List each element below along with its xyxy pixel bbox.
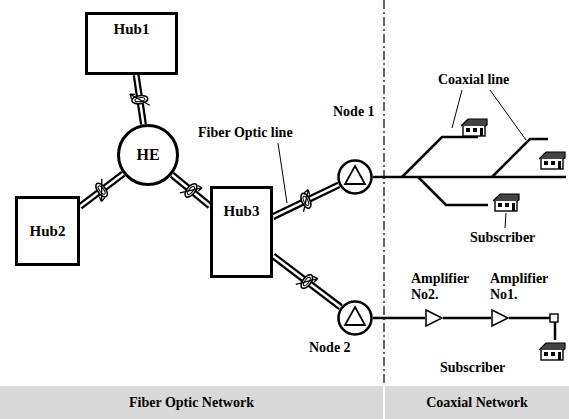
- headend-circle: HE: [117, 124, 179, 186]
- node-text: Hub2: [30, 223, 66, 240]
- coaxial-tree: [373, 137, 566, 340]
- hub-box: Hub3: [210, 186, 273, 278]
- node-label: Amplifier No1.: [490, 271, 560, 303]
- amplifier-symbol: [425, 309, 443, 327]
- subscriber-label: Subscriber: [470, 230, 535, 246]
- line-label: Fiber Optic line: [198, 125, 293, 141]
- tap-box: [550, 314, 558, 322]
- hub-box: Hub1: [85, 12, 178, 75]
- fiber-optic-line: [273, 185, 339, 217]
- amplifier-symbol: [491, 309, 509, 327]
- node-text: Fiber Optic Network: [129, 395, 254, 410]
- divider-line: [383, 0, 384, 386]
- coaxial-line: [443, 318, 491, 319]
- network-band: Coaxial Network: [385, 386, 569, 419]
- hub-box: Hub2: [15, 196, 80, 266]
- node-label: Node 2: [309, 340, 351, 356]
- subscriber-house: [461, 119, 487, 136]
- node-text: HE: [136, 146, 159, 164]
- amplifier-triangle: Amplifier No2.: [425, 309, 443, 327]
- node-text: Hub1: [114, 21, 150, 38]
- fiber-optic-line: [273, 256, 341, 307]
- subscriber-house: [539, 343, 565, 360]
- node-outline: [337, 159, 373, 195]
- line-label: Coaxial line: [438, 72, 509, 88]
- fiber-optic-line: [130, 75, 150, 124]
- optical-node: Node 1: [337, 159, 373, 195]
- node-label: Amplifier No2.: [411, 271, 473, 303]
- optical-node: Node 2: [337, 300, 373, 336]
- node-text: Hub3: [224, 203, 260, 220]
- network-band: Fiber Optic Network: [0, 386, 383, 419]
- node-label: Node 1: [333, 104, 375, 120]
- subscriber-house: [539, 152, 565, 169]
- leader-lines: [278, 90, 526, 228]
- node-text: Coaxial Network: [426, 395, 528, 410]
- node-outline: [337, 300, 373, 336]
- coaxial-line: [373, 318, 425, 319]
- amplifier-triangle: Amplifier No1.: [491, 309, 509, 327]
- subscriber-house: [493, 194, 519, 211]
- subscriber-label: Subscriber: [440, 360, 505, 376]
- fiber-optic-line: [172, 175, 210, 206]
- fiber-optic-line: [80, 174, 123, 207]
